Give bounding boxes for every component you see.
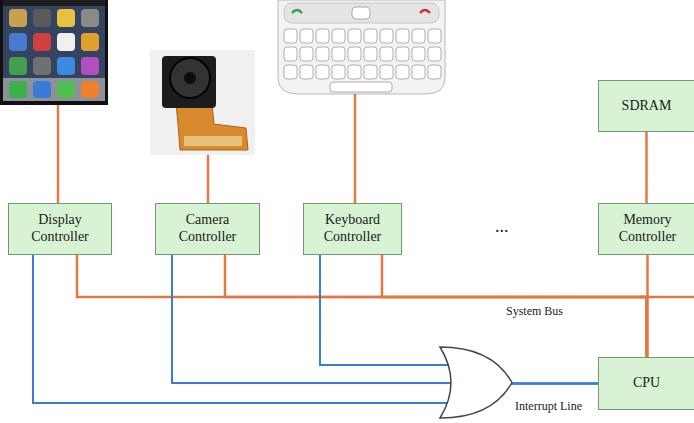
component-box: SDRAM: [598, 80, 694, 132]
connector-pins: [184, 136, 242, 146]
line-label: System Bus: [505, 304, 564, 318]
keyboard-body: [278, 0, 445, 94]
system-bus-wire: [646, 255, 649, 357]
app-icon: [33, 9, 51, 27]
line-label: Interrupt Line: [514, 399, 583, 413]
device-wire: [207, 155, 210, 203]
app-icon: [57, 9, 75, 27]
trackpad-key: [352, 7, 370, 19]
system-bus-wire: [382, 255, 647, 357]
app-icon: [81, 81, 99, 98]
system-bus-wire: [225, 255, 647, 357]
interrupt-wire: [320, 255, 598, 384]
memory-wire: [645, 132, 648, 203]
box-label: CPU: [633, 375, 660, 392]
box-label: Camera Controller: [161, 212, 254, 246]
key-rows: [283, 28, 443, 82]
app-icon: [81, 9, 99, 27]
phone-screen: [3, 0, 105, 101]
camera-module-picture: [150, 50, 255, 155]
photo-ground: [150, 50, 255, 155]
app-icon: [57, 57, 75, 75]
app-icon: [9, 57, 27, 75]
box-label: SDRAM: [622, 98, 672, 115]
app-icon: [9, 9, 27, 27]
ellipsis-mark: ...: [494, 216, 510, 238]
app-icon: [33, 81, 51, 98]
app-icon: [57, 33, 75, 51]
system-bus-wire: [77, 255, 647, 357]
app-icon: [9, 33, 27, 51]
component-box: Display Controller: [8, 203, 112, 255]
app-icon: [33, 57, 51, 75]
phone-body: [0, 0, 108, 105]
interrupt-wire: [172, 255, 598, 384]
box-label: Memory Controller: [604, 212, 691, 246]
app-icon: [33, 33, 51, 51]
nav-row: [284, 3, 439, 23]
device-wire: [57, 105, 60, 203]
interrupt-wire: [33, 255, 598, 403]
end-key: [420, 10, 430, 13]
app-icon: [9, 81, 27, 98]
box-label: Display Controller: [14, 212, 106, 246]
component-box: Camera Controller: [155, 203, 260, 255]
status-bar: [3, 0, 105, 6]
component-box: CPU: [598, 357, 694, 410]
app-icon: [81, 33, 99, 51]
app-icon: [57, 81, 75, 98]
lens-aperture: [184, 72, 196, 84]
app-icon: [81, 57, 99, 75]
flex-cable: [176, 104, 248, 150]
component-box: Keyboard Controller: [303, 203, 402, 255]
call-key: [292, 10, 302, 13]
lens: [170, 58, 210, 98]
box-label: Keyboard Controller: [309, 212, 396, 246]
system-bus-tail: [640, 296, 694, 299]
keyboard-picture: [278, 0, 445, 94]
component-box: Memory Controller: [598, 203, 694, 255]
phone-dock: [3, 78, 105, 101]
phone-screen-picture: [0, 0, 108, 105]
space-key: [330, 82, 392, 92]
or-gate-symbol: [440, 347, 512, 418]
lens-housing: [162, 56, 216, 108]
device-wire: [354, 94, 357, 203]
